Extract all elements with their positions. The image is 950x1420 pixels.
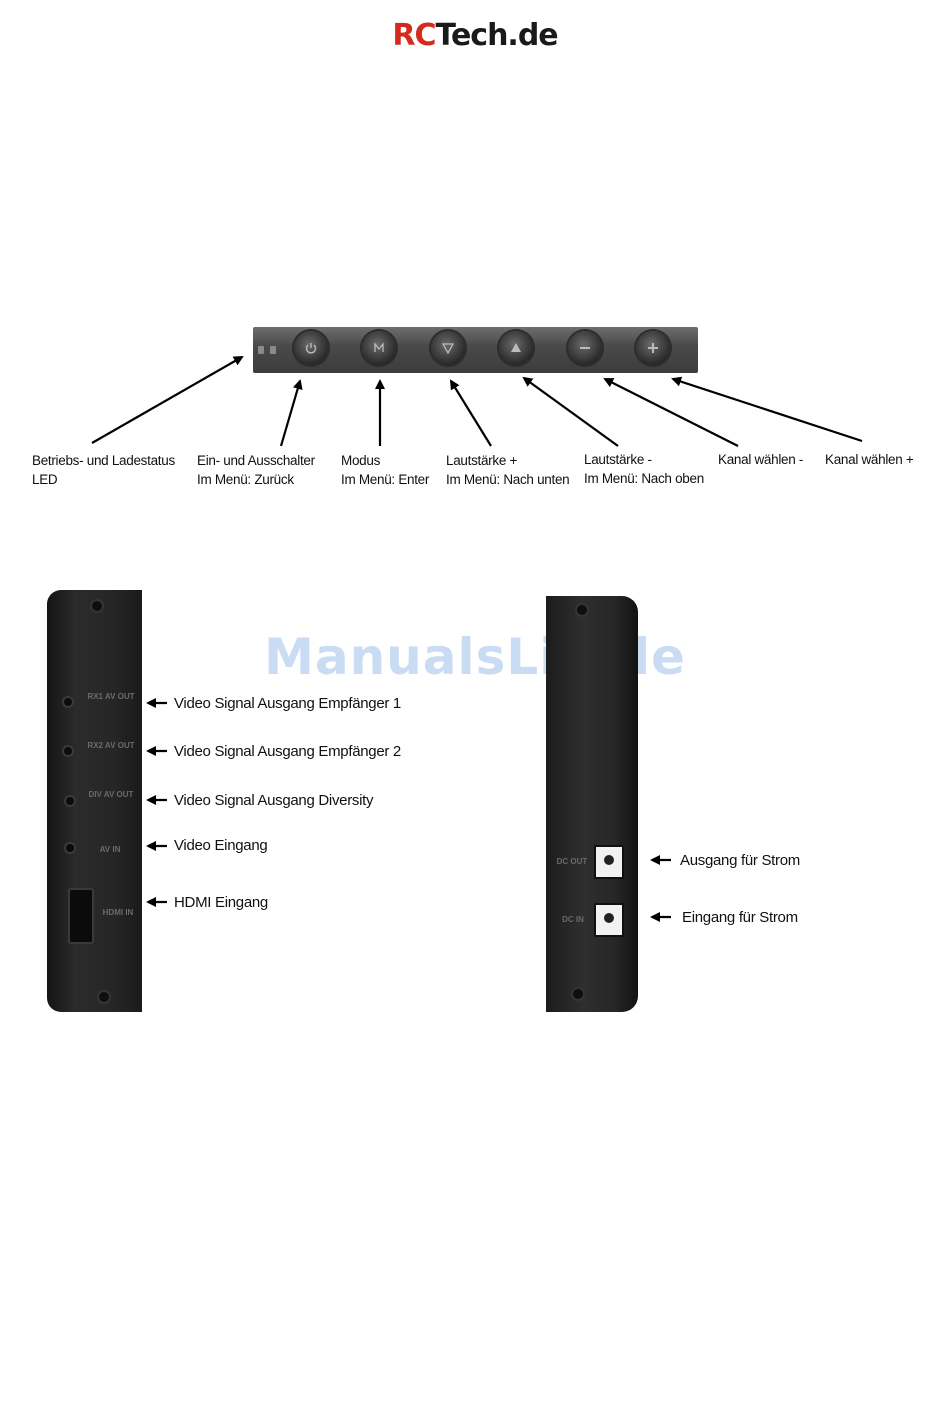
channel-up-button <box>636 331 670 365</box>
power-icon <box>305 343 317 354</box>
callout-power-line1: Ein- und Ausschalter <box>197 453 315 468</box>
channel-down-button <box>568 331 602 365</box>
mode-button <box>362 331 396 365</box>
hdmi-print: HDMI IN <box>102 908 134 917</box>
device-left-side <box>47 590 142 1012</box>
dcout-print: DC OUT <box>556 857 588 866</box>
callout-ch-down: Kanal wählen - <box>718 450 803 469</box>
div-av-out-jack <box>66 797 74 805</box>
dc-in-port <box>594 903 624 937</box>
screw-bottom-right <box>573 989 583 999</box>
callout-ch-up: Kanal wählen + <box>825 450 914 469</box>
arrow-vol-up <box>449 379 492 447</box>
right-port-label-2: Eingang für Strom <box>682 909 798 926</box>
watermark: ManualsLib.de <box>264 628 686 686</box>
callout-power-line2: Im Menü: Zurück <box>197 472 294 487</box>
callout-led-line1: Betriebs- und Ladestatus <box>32 453 175 468</box>
arrow-led <box>91 356 244 444</box>
triangle-down-icon <box>441 343 455 355</box>
callout-vol-down-line1: Lautstärke - <box>584 452 652 467</box>
av-in-jack <box>66 844 74 852</box>
callout-mode-line2: Im Menü: Enter <box>341 472 430 487</box>
arrow-ch-up <box>671 376 863 443</box>
screw-top-left <box>92 601 102 611</box>
callout-led-line2: LED <box>32 472 58 487</box>
callout-vol-up: Lautstärke + Im Menü: Nach unten <box>446 451 570 489</box>
logo-suffix: Tech.de <box>435 18 558 53</box>
dcin-print: DC IN <box>562 915 584 924</box>
screw-bottom-left <box>99 992 109 1002</box>
status-led-2 <box>270 346 276 354</box>
callout-vol-down-line2: Im Menü: Nach oben <box>584 471 704 486</box>
power-button <box>294 331 328 365</box>
rx2-av-out-jack <box>64 747 72 755</box>
volume-up-button <box>431 331 465 365</box>
triangle-up-icon <box>511 343 521 352</box>
hdmi-port <box>68 888 94 944</box>
callout-mode: Modus Im Menü: Enter <box>341 451 429 489</box>
device-right-side <box>546 596 638 1012</box>
callout-led: Betriebs- und Ladestatus LED <box>32 451 175 489</box>
callout-power: Ein- und Ausschalter Im Menü: Zurück <box>197 451 315 489</box>
callout-mode-line1: Modus <box>341 453 381 468</box>
left-port-label-1: Video Signal Ausgang Empfänger 1 <box>174 695 401 712</box>
mode-icon <box>374 342 384 352</box>
rx1-print: RX1 AV OUT <box>87 692 135 701</box>
dc-out-port <box>594 845 624 879</box>
callout-vol-down: Lautstärke - Im Menü: Nach oben <box>584 450 704 488</box>
minus-icon <box>580 347 590 349</box>
arrow-power <box>279 379 303 447</box>
left-port-label-4: Video Eingang <box>174 837 268 854</box>
callout-ch-down-line1: Kanal wählen - <box>718 452 804 467</box>
rx2-print: RX2 AV OUT <box>87 741 135 750</box>
plus-icon <box>648 343 658 353</box>
arrow-vol-down <box>522 376 619 447</box>
logo-prefix: RC <box>392 18 436 53</box>
status-led <box>258 346 264 354</box>
left-port-label-2: Video Signal Ausgang Empfänger 2 <box>174 743 401 760</box>
left-port-label-5: HDMI Eingang <box>174 894 268 911</box>
callout-vol-up-line1: Lautstärke + <box>446 453 518 468</box>
volume-down-button <box>499 331 533 365</box>
callout-vol-up-line2: Im Menü: Nach unten <box>446 472 570 487</box>
callout-ch-up-line1: Kanal wählen + <box>825 452 914 467</box>
rctech-logo: RCTech.de <box>0 18 950 53</box>
right-port-label-1: Ausgang für Strom <box>680 852 800 869</box>
left-port-label-3: Video Signal Ausgang Diversity <box>174 792 374 809</box>
div-print: DIV AV OUT <box>88 790 134 799</box>
avin-print: AV IN <box>99 845 121 854</box>
screw-top-right <box>577 605 587 615</box>
arrow-ch-down <box>603 378 739 447</box>
rx1-av-out-jack <box>64 698 72 706</box>
